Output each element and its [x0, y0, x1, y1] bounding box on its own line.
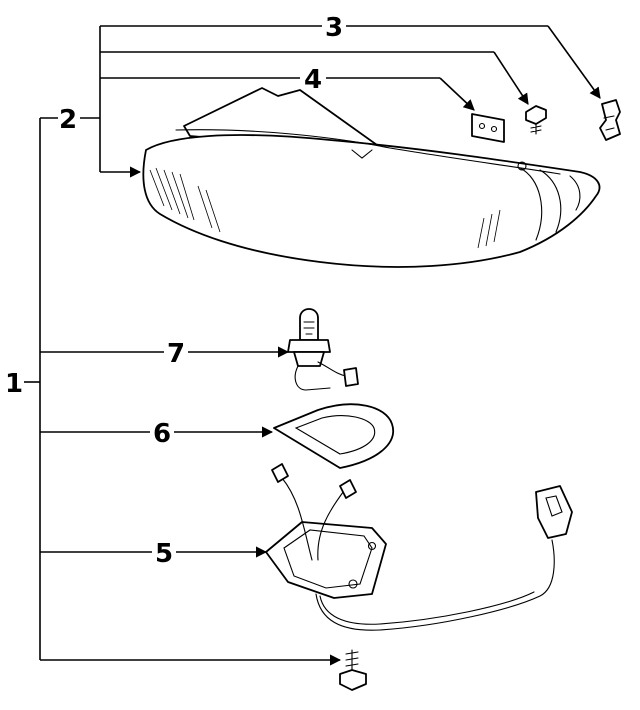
callout-4: 4 — [304, 65, 322, 95]
gasket-part — [273, 403, 394, 469]
wiring-harness-part — [265, 463, 573, 631]
callout-7: 7 — [167, 339, 185, 369]
bulb-part — [287, 308, 359, 391]
bracket-part — [599, 99, 621, 141]
callout-6: 6 — [153, 419, 171, 449]
callout-labels: 3 4 2 1 7 6 5 — [5, 13, 343, 569]
callout-5: 5 — [155, 539, 173, 569]
callout-3: 3 — [325, 13, 343, 43]
leader-lines — [24, 25, 601, 666]
callout-2: 2 — [59, 105, 77, 135]
screw-part — [525, 105, 547, 135]
clip-plate-part — [471, 113, 505, 143]
callout-1: 1 — [5, 369, 23, 399]
fog-lamp-housing-part — [142, 87, 601, 268]
bottom-screw-part — [339, 649, 367, 691]
